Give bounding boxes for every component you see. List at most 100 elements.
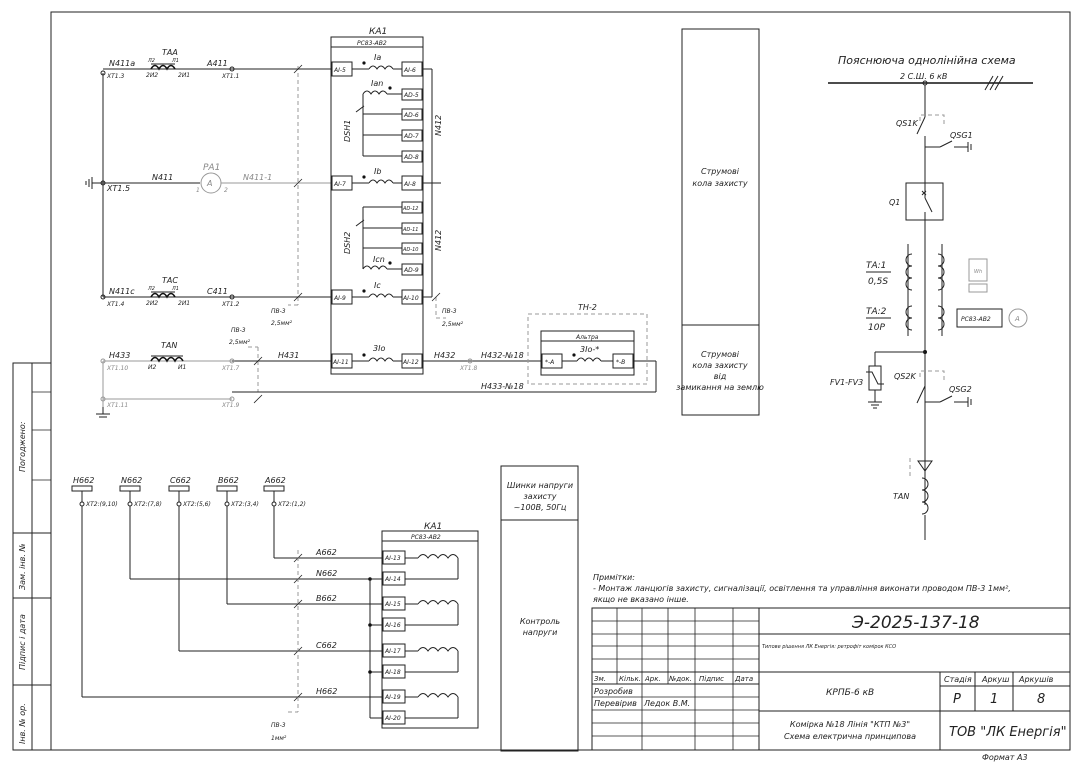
- xt-1-4: ХТ1.4: [106, 301, 125, 308]
- terminal-label: АІ-15: [384, 601, 401, 608]
- single-line-title: Пояснююча однолінійна схема: [838, 54, 1016, 67]
- pv3-right: ПВ-3: [442, 308, 457, 315]
- side-inv: Інв. № ор.: [18, 703, 27, 744]
- sheet-format: Формат А3: [982, 753, 1028, 762]
- side-sign-date: Підпис і дата: [18, 614, 27, 670]
- ta-c-label: ТАС: [162, 276, 178, 285]
- ta-c-i1: 2И1: [178, 300, 190, 307]
- pv3-right-size: 2,5мм²: [442, 321, 464, 328]
- terminal-ai8: АІ-8: [403, 181, 416, 188]
- notes-line1: - Монтаж ланцюгів захисту, сигналізації,…: [593, 584, 1011, 593]
- terminal-label: АІ-19: [384, 694, 401, 701]
- wire-h432-18: Н432-№18: [481, 351, 524, 360]
- row-perevir: Перевірив: [594, 699, 637, 708]
- hdr-pidpys: Підпис: [699, 675, 724, 683]
- wire-n411: N411: [152, 173, 173, 182]
- pv3-bottom: ПВ-3: [271, 722, 286, 729]
- th2-coil: 3Іо-*: [580, 345, 599, 354]
- wire-h431: Н431: [278, 351, 299, 360]
- relay-label: РС83-АВ2: [961, 316, 991, 323]
- terminal-label: АІ-13: [384, 555, 401, 562]
- wire-n411c: N411c: [109, 287, 135, 296]
- n412-label-1: N412: [434, 115, 443, 136]
- ta-n-i1: И1: [178, 364, 186, 371]
- ta-n-label: ТАN: [161, 341, 177, 350]
- terminal-ad6: АD-6: [403, 112, 419, 119]
- terminal-ad9: АD-9: [403, 267, 419, 274]
- qsg1-label: QSG1: [950, 131, 973, 140]
- voltage-circuit: Н662ХТ2:(9,10)N662ХТ2:(7,8)С662ХТ2:(5,6)…: [71, 476, 479, 742]
- coil-ian: Іаn: [371, 79, 383, 88]
- desc-line2: Схема електрична принципова: [784, 732, 916, 741]
- xt-1-5: ХТ1.5: [106, 184, 130, 193]
- pv3-left-size: 2,5мм²: [271, 320, 293, 327]
- row-rozrobyv: Розробив: [594, 687, 633, 696]
- side-inv-sub: Зам. інв. №: [18, 543, 27, 590]
- sheets-value: 8: [1037, 692, 1045, 707]
- terminal-ad8: АD-8: [403, 154, 419, 161]
- terminal-АІ-16: АІ-16: [382, 617, 406, 632]
- pa1-pin2: 2: [224, 187, 228, 194]
- notes: Примітки: - Монтаж ланцюгів захисту, сиг…: [593, 573, 1011, 604]
- side-agreed: Погоджено:: [18, 421, 27, 472]
- q1-label: Q1: [889, 198, 900, 207]
- terminal-label: АІ-18: [384, 669, 401, 676]
- ta1-class: 0,5S: [868, 277, 888, 287]
- hdr-data: Дата: [734, 675, 753, 683]
- xt-1-8: ХТ1.8: [459, 365, 478, 372]
- wire-h433: Н433: [109, 351, 130, 360]
- wire-N662: N662: [316, 569, 337, 578]
- notes-title: Примітки:: [593, 573, 635, 582]
- ta-c-l2: Л2: [147, 286, 155, 292]
- xt-1-7: ХТ1.7: [221, 365, 240, 372]
- terminal-АІ-19: АІ-19: [382, 689, 406, 704]
- wire-А662: А662: [315, 548, 337, 557]
- coil-ic: Іс: [374, 281, 381, 290]
- wire-n411a: N411a: [109, 59, 135, 68]
- hdr-ndoc: №док.: [668, 675, 692, 683]
- terminal-ai9: АІ-9: [333, 295, 346, 302]
- qs2k-label: QS2K: [894, 372, 916, 381]
- ta-a-l1: Л1: [171, 58, 179, 64]
- hdr-kilk: Кільк.: [619, 675, 641, 683]
- typical-solution: Типове рішення ЛК Енергія: ретрофіт комі…: [762, 644, 896, 650]
- terminal-АІ-20: АІ-20: [382, 710, 406, 725]
- bus-xt: ХТ2:(1,2): [277, 501, 306, 508]
- terminal-ai5: АІ-5: [333, 67, 346, 74]
- qsg2-label: QSG2: [949, 385, 972, 394]
- notes-line2: якщо не вказано інше.: [593, 595, 689, 604]
- desc-line1: Комірка №18 Лінія "КТП №3": [790, 720, 910, 729]
- ta-a-i2: 2И2: [146, 72, 158, 79]
- wire-С662: С662: [316, 641, 337, 650]
- ta-c-i2: 2И2: [146, 300, 158, 307]
- terminal-ai11: АІ-11: [332, 359, 349, 366]
- wire-n411-1: N411-1: [243, 173, 272, 182]
- hdr-zm: Зм.: [594, 675, 606, 683]
- wire-c411: С411: [207, 287, 228, 296]
- ka1-title: КА1: [369, 27, 387, 37]
- wire-В662: В662: [316, 594, 337, 603]
- pv3-row0: ПВ-3: [231, 327, 246, 334]
- coil-icn: Іcn: [373, 255, 385, 264]
- th2-title: ТН-2: [578, 303, 597, 312]
- terminal-ai6: АІ-6: [403, 67, 416, 74]
- bus-xt: ХТ2:(9,10): [85, 501, 118, 508]
- ta-a-i1: 2И1: [178, 72, 190, 79]
- bus-xt: ХТ2:(3,4): [230, 501, 259, 508]
- dsh2-label: DSH2: [343, 232, 352, 254]
- ta-a-l2: Л2: [147, 58, 155, 64]
- tan-sl-label: ТАN: [893, 492, 909, 501]
- terminal-АІ-13: АІ-13: [382, 550, 406, 565]
- bus-label: Н662: [73, 476, 94, 485]
- ammeter-symbol: А: [206, 179, 212, 188]
- krpb-label: КРПБ-6 кВ: [826, 688, 874, 698]
- terminal-ad10: АD-10: [402, 247, 418, 253]
- stage-header: Стадія: [944, 675, 972, 684]
- terminal-ad12: АD-12: [402, 206, 418, 212]
